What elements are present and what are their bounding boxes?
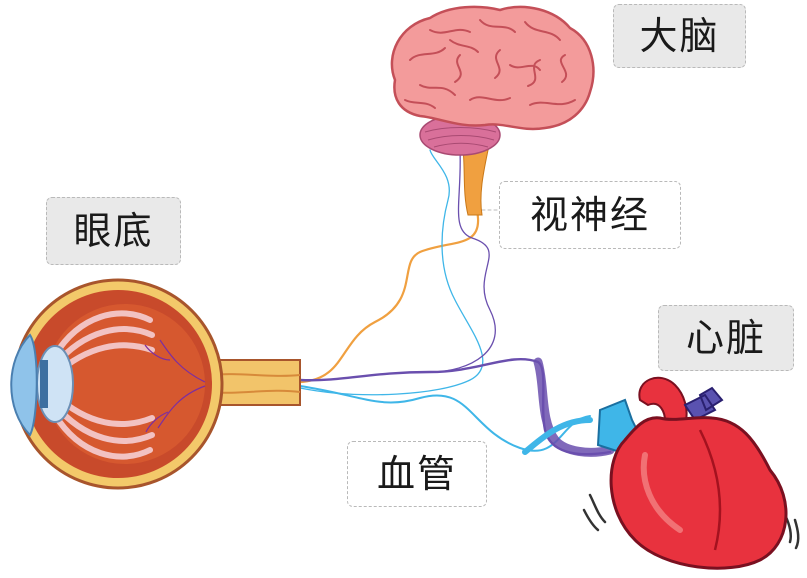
retina-vessels (144, 339, 206, 433)
heart-illustration (582, 376, 800, 570)
iris (40, 360, 48, 408)
cornea (10, 333, 38, 437)
vein-tube (533, 357, 615, 457)
blood-vessel-label: 血管 (347, 441, 487, 507)
optic-nerve-label: 视神经 (499, 181, 681, 249)
fundus-label: 眼底 (46, 197, 181, 265)
brain-stem (461, 139, 491, 216)
brain-illustration (390, 5, 595, 216)
eye-illustration (10, 278, 301, 490)
heart-body (609, 416, 788, 570)
blood-vessel-purple-line (298, 358, 612, 456)
blood-vessel-purple-line-2 (429, 149, 496, 373)
cerebrum (390, 5, 595, 131)
blood-vessel-blue-line-2 (299, 149, 484, 396)
heart-label: 心脏 (658, 305, 794, 371)
vena-cava (683, 386, 724, 422)
optic-nerve-line (298, 148, 480, 384)
eye-optic-stub (204, 358, 301, 407)
artery-tube (522, 417, 593, 455)
brain-label: 大脑 (613, 4, 746, 68)
